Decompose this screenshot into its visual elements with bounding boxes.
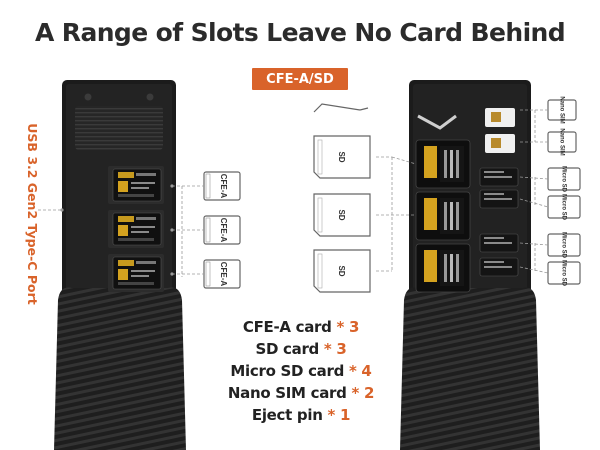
sd-outline: SD (313, 249, 371, 293)
cfe-a-card-in-slot (108, 166, 164, 204)
left-case-grill (75, 106, 163, 150)
sd-card-in-slot (415, 191, 471, 241)
spec-quantity: * 3 (331, 318, 360, 336)
nano-sim-outline: Nano SIM (547, 96, 577, 124)
cfe-a-outline-label: CFE-A (219, 262, 228, 287)
micro-sd-outline: Micro SD (547, 166, 581, 193)
micro-sd-outline: Micro SD (547, 232, 581, 259)
micro-sd-outline-label: Micro SD (560, 194, 566, 221)
nano-sim-in-slot (485, 134, 515, 153)
spec-item: Micro SD card * 4 (196, 362, 406, 380)
left-case-grip (54, 287, 186, 450)
leader-dot (60, 208, 64, 212)
cfe-a-outline-label: CFE-A (219, 218, 228, 243)
micro-sd-in-slot (479, 257, 519, 277)
cfe-a-outline: CFE-A (203, 171, 241, 201)
sd-card-in-slot (415, 139, 471, 189)
sd-card-in-slot (415, 243, 471, 293)
micro-sd-in-slot (479, 233, 519, 253)
leader-dot (170, 228, 174, 232)
cfe-a-outline-label: CFE-A (219, 174, 228, 199)
micro-sd-outline-label: Micro SD (560, 260, 566, 287)
spec-item: Nano SIM card * 2 (196, 384, 406, 402)
micro-sd-in-slot (479, 167, 519, 187)
leader-dot (170, 184, 174, 188)
nano-sim-in-slot (485, 108, 515, 127)
cfe-a-card-in-slot (108, 254, 164, 292)
spec-quantity: * 2 (346, 384, 375, 402)
spec-label: Micro SD card (230, 362, 345, 380)
spec-label: Nano SIM card (227, 384, 347, 402)
cfe-a-outline: CFE-A (203, 259, 241, 289)
cfe-a-sd-badge: CFE-A/SD (252, 68, 348, 90)
sd-outline: SD (313, 135, 371, 179)
micro-sd-outline: Micro SD (547, 260, 581, 287)
micro-sd-outline-label: Micro SD (560, 232, 566, 259)
eject-pin-in-case (417, 114, 457, 130)
spec-item: CFE-A card * 3 (196, 318, 406, 336)
page-title: A Range of Slots Leave No Card Behind (34, 18, 566, 47)
spec-quantity: * 3 (319, 340, 347, 358)
spec-label: CFE-A card (242, 318, 332, 336)
spec-item: SD card * 3 (196, 340, 406, 358)
eject-pin-outline (313, 103, 369, 113)
spec-quantity: * 1 (322, 406, 351, 424)
sd-outline-label: SD (337, 209, 346, 220)
spec-label: SD card (255, 340, 319, 358)
nano-sim-outline-label: Nano SIM (558, 96, 564, 123)
cfe-a-card-in-slot (108, 210, 164, 248)
nano-sim-outline: Nano SIM (547, 128, 577, 156)
leader-line (391, 156, 417, 165)
micro-sd-in-slot (479, 189, 519, 209)
spec-item: Eject pin * 1 (196, 406, 406, 424)
sd-outline-label: SD (337, 151, 346, 162)
right-case-grip (400, 287, 540, 450)
leader-dot (170, 272, 174, 276)
spec-label: Eject pin (251, 406, 323, 424)
micro-sd-outline: Micro SD (547, 194, 581, 221)
nano-sim-outline-label: Nano SIM (558, 128, 564, 155)
cfe-a-outline: CFE-A (203, 215, 241, 245)
sd-outline: SD (313, 193, 371, 237)
sd-outline-label: SD (337, 265, 346, 276)
spec-quantity: * 4 (344, 362, 372, 380)
micro-sd-outline-label: Micro SD (560, 166, 566, 193)
